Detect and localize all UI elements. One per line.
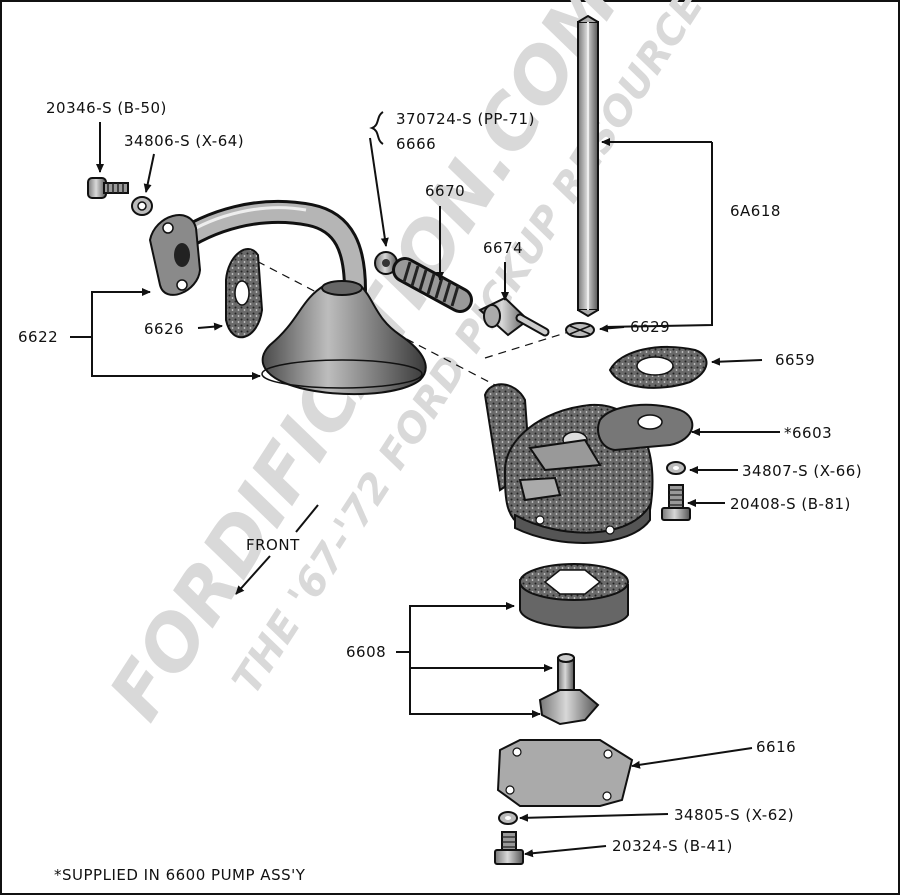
label-6608: 6608 — [346, 643, 386, 661]
screw-20346 — [87, 177, 129, 199]
label-6622: 6622 — [18, 328, 58, 346]
label-6603: *6603 — [784, 424, 832, 442]
label-370724: 370724-S (PP-71) — [396, 110, 535, 128]
label-6A618: 6A618 — [730, 202, 781, 220]
label-front: FRONT — [246, 536, 300, 554]
plunger-6674 — [478, 296, 550, 337]
label-20408: 20408-S (B-81) — [730, 495, 851, 513]
label-6659: 6659 — [775, 351, 815, 369]
label-20346: 20346-S (B-50) — [46, 99, 167, 117]
shaft-6A618 — [577, 14, 599, 318]
label-6666: 6666 — [396, 135, 436, 153]
gasket-6659 — [608, 346, 708, 389]
leader-lines — [70, 111, 780, 858]
inner-rotor-6608 — [538, 653, 600, 726]
label-6629: 6629 — [630, 318, 670, 336]
label-20324: 20324-S (B-41) — [612, 837, 733, 855]
cover-plate-6616 — [496, 739, 634, 807]
pump-body-6603 — [483, 383, 694, 544]
inlet-tube-6622 — [148, 199, 427, 396]
label-6674: 6674 — [483, 239, 523, 257]
alignment-line-lower — [484, 329, 576, 359]
spring-6670 — [392, 257, 473, 313]
outer-rotor-6608 — [519, 563, 629, 629]
label-34807: 34807-S (X-66) — [742, 462, 862, 480]
label-6626: 6626 — [144, 320, 184, 338]
bolt-20324 — [494, 831, 524, 865]
label-6670: 6670 — [425, 182, 465, 200]
bolt-20408 — [661, 484, 691, 521]
label-34805: 34805-S (X-62) — [674, 806, 794, 824]
gasket-6626 — [225, 248, 264, 339]
label-6616: 6616 — [756, 738, 796, 756]
footnote: *SUPPLIED IN 6600 PUMP ASS'Y — [54, 866, 306, 884]
label-34806: 34806-S (X-64) — [124, 132, 244, 150]
